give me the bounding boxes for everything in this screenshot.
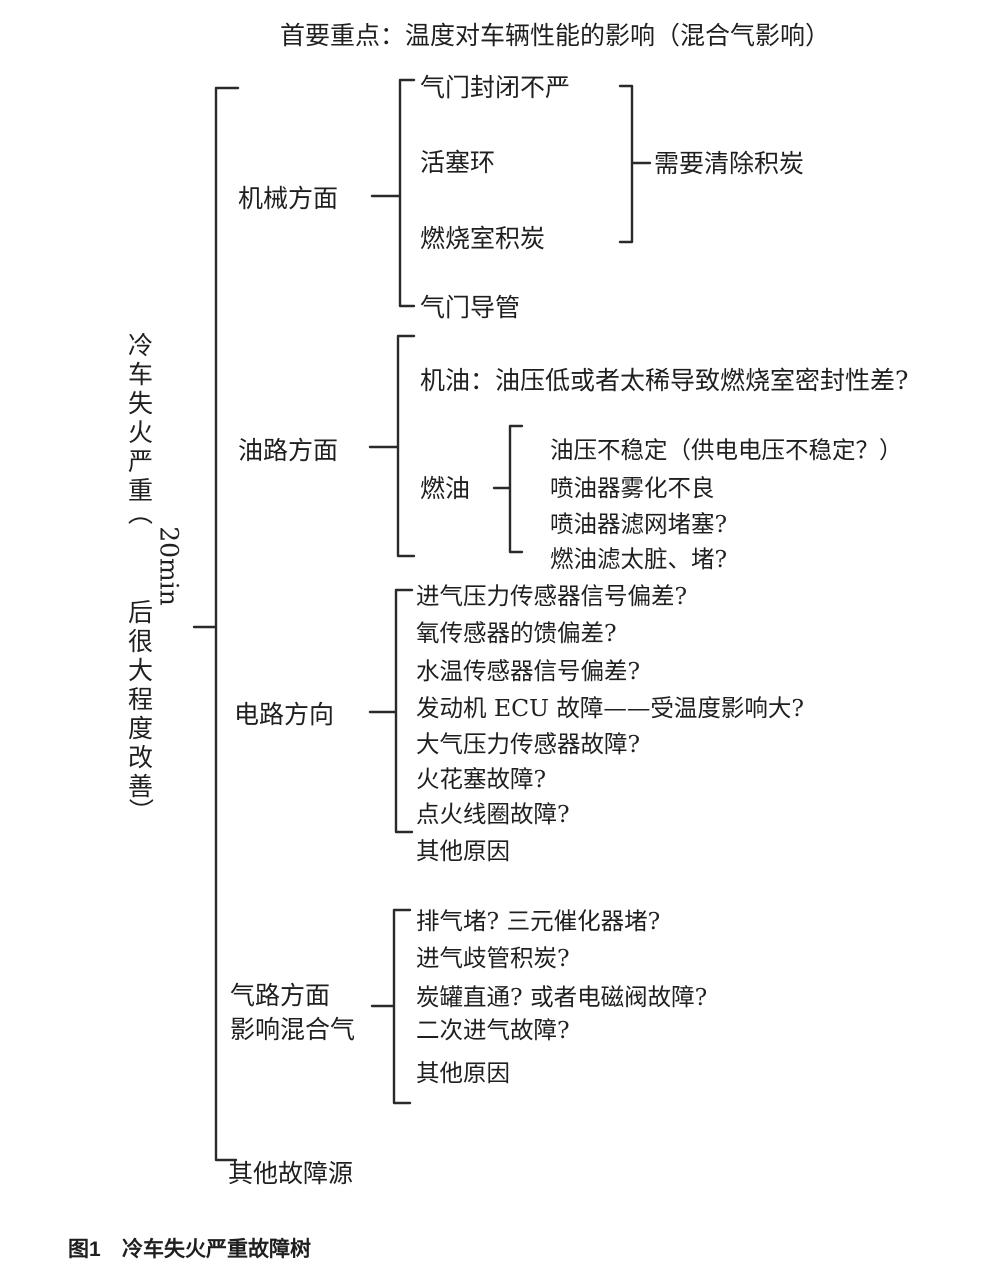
fuel-item: 燃油滤太脏、堵? — [550, 545, 727, 573]
electrical-item: 大气压力传感器故障? — [416, 730, 640, 758]
electrical-item: 火花塞故障? — [416, 765, 546, 793]
fuel-item: 喷油器雾化不良 — [550, 474, 715, 502]
carbon-group-bracket — [618, 84, 652, 244]
electrical-item: 其他原因 — [416, 837, 510, 865]
root-char: 冷 — [128, 331, 153, 360]
mechanical-item: 燃烧室积炭 — [420, 224, 545, 253]
electrical-item: 发动机 ECU 故障——受温度影响大? — [416, 694, 804, 722]
electrical-item: 点火线圈故障? — [416, 800, 570, 828]
electrical-bracket — [368, 588, 414, 834]
mechanical-item: 气门导管 — [420, 293, 520, 322]
root-char: 度 — [128, 714, 153, 743]
root-char: 程 — [128, 685, 153, 714]
caption-number: 图1 — [68, 1238, 101, 1261]
mechanical-item: 活塞环 — [420, 148, 495, 177]
root-char: 重 — [128, 476, 153, 505]
root-char: ） — [126, 798, 155, 823]
fuel-item: 喷油器滤网堵塞? — [550, 510, 727, 538]
branch-label-other: 其他故障源 — [228, 1159, 353, 1188]
branch-label-mechanical: 机械方面 — [238, 184, 338, 213]
root-char: 很 — [128, 627, 153, 656]
root-char: （ — [125, 500, 154, 525]
branch-label-air-line1: 气路方面 — [230, 981, 330, 1010]
root-char: 车 — [128, 360, 153, 389]
oil-bracket — [368, 334, 416, 558]
branch-label-oil: 油路方面 — [238, 436, 338, 465]
root-char: 火 — [128, 418, 153, 447]
air-item: 二次进气故障? — [416, 1016, 570, 1044]
fuel-bracket — [492, 424, 524, 554]
mechanical-bracket — [370, 78, 416, 308]
carbon-group-note: 需要清除积炭 — [654, 149, 804, 178]
air-item: 进气歧管积炭? — [416, 944, 570, 972]
diagram-title: 首要重点：温度对车辆性能的影响（混合气影响） — [280, 21, 830, 50]
root-char: 改 — [128, 743, 153, 772]
branch-label-air-line2: 影响混合气 — [230, 1015, 355, 1044]
root-char: 善 — [128, 772, 153, 801]
branch-label-electrical: 电路方向 — [234, 700, 334, 729]
fuel-item: 油压不稳定（供电电压不稳定？） — [550, 436, 903, 464]
engine-oil-item: 机油：油压低或者太稀导致燃烧室密封性差? — [420, 366, 908, 395]
electrical-item: 氧传感器的馈偏差? — [416, 619, 617, 647]
fuel-label: 燃油 — [420, 474, 470, 503]
air-item: 排气堵? 三元催化器堵? — [416, 907, 660, 935]
mechanical-item: 气门封闭不严 — [420, 73, 570, 102]
root-bracket — [192, 86, 240, 1162]
air-item: 炭罐直通? 或者电磁阀故障? — [416, 983, 707, 1011]
root-char: 失 — [128, 389, 153, 418]
root-char: 20min — [155, 526, 184, 606]
electrical-item: 水温传感器信号偏差? — [416, 657, 640, 685]
root-label: 冷 车 失 火 严 重 （ 20min 后 很 大 程 度 改 善 ） — [125, 331, 184, 823]
root-char: 后 — [128, 598, 153, 627]
caption-text: 冷车失火严重故障树 — [122, 1237, 311, 1261]
air-bracket — [370, 908, 412, 1105]
air-item: 其他原因 — [416, 1059, 510, 1087]
root-char: 严 — [128, 447, 153, 476]
root-char: 大 — [128, 656, 153, 685]
electrical-item: 进气压力传感器信号偏差? — [416, 582, 687, 610]
